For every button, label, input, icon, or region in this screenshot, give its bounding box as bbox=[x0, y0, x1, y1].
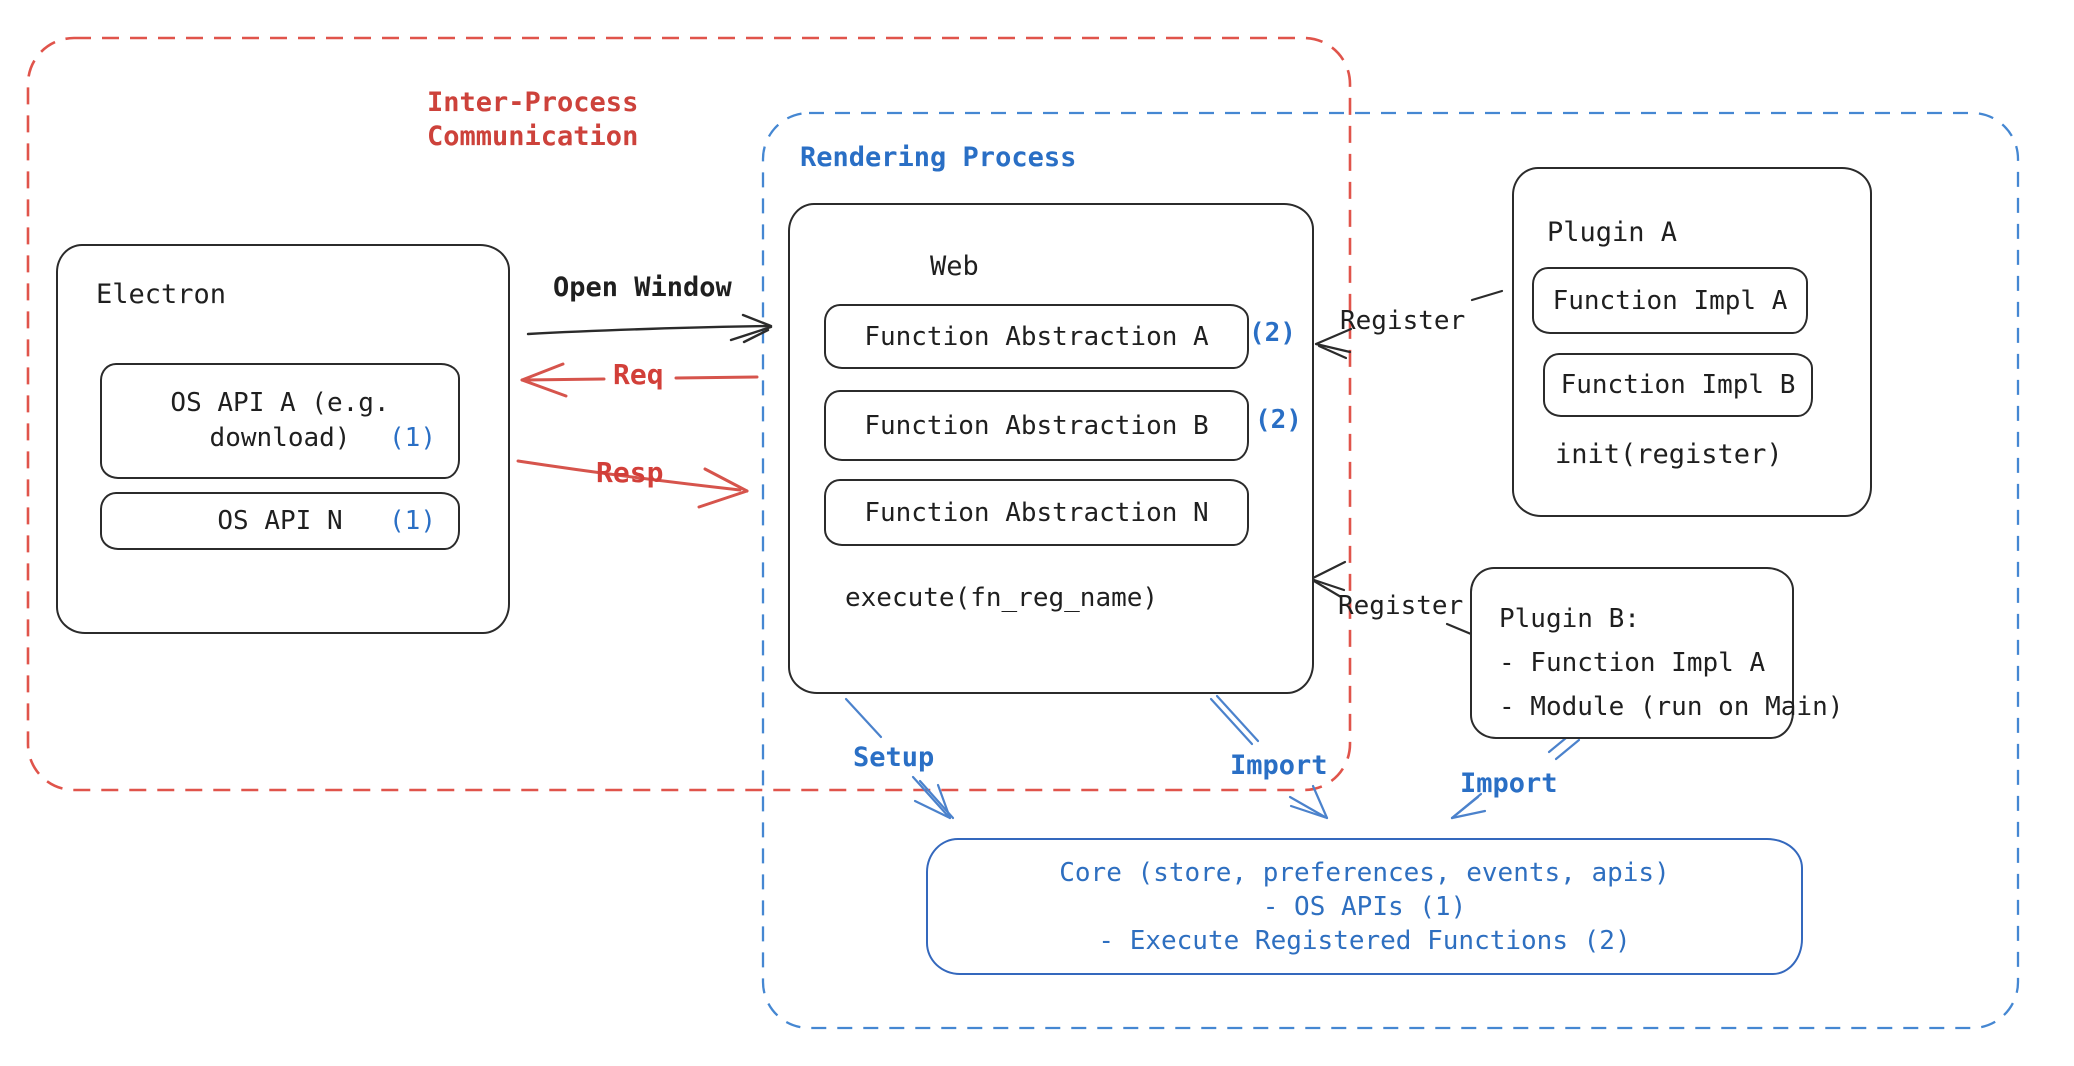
register-label-1: Register bbox=[1340, 306, 1466, 336]
ipc-region-label-line2: Communication bbox=[427, 121, 639, 152]
ipc-region-label-line1: Inter-Process bbox=[427, 87, 639, 118]
function-abstraction-a-box: Function Abstraction A bbox=[824, 304, 1249, 369]
plugin-b-line1: Plugin B: bbox=[1499, 604, 1640, 634]
function-abstraction-a-badge: (2) bbox=[1249, 318, 1296, 348]
init-register-label: init(register) bbox=[1555, 439, 1783, 470]
electron-box: Electron OS API A (e.g. download) (1) OS… bbox=[56, 244, 510, 634]
os-api-a-badge: (1) bbox=[389, 423, 436, 453]
function-abstraction-b-badge: (2) bbox=[1255, 405, 1302, 435]
ipc-region-label: Inter-Process Communication bbox=[427, 86, 638, 154]
web-title: Web bbox=[930, 251, 979, 282]
function-abstraction-b-box: Function Abstraction B bbox=[824, 390, 1249, 461]
os-api-n-label: OS API N bbox=[217, 506, 343, 536]
core-line3: - Execute Registered Functions (2) bbox=[1098, 926, 1631, 956]
setup-label: Setup bbox=[853, 742, 935, 773]
function-impl-a-box: Function Impl A bbox=[1532, 267, 1808, 334]
import-label-2: Import bbox=[1460, 768, 1558, 799]
req-label: Req bbox=[613, 358, 664, 391]
core-line2: - OS APIs (1) bbox=[1262, 892, 1467, 922]
register-label-2: Register bbox=[1338, 591, 1464, 621]
plugin-a-box: Plugin A Function Impl A Function Impl B… bbox=[1512, 167, 1872, 517]
web-box: Web Function Abstraction A (2) Function … bbox=[788, 203, 1314, 694]
os-api-a-line2: download) bbox=[209, 423, 351, 453]
plugin-b-line2: - Function Impl A bbox=[1499, 648, 1766, 678]
os-api-a-line1: OS API A (e.g. bbox=[170, 388, 390, 418]
open-window-label: Open Window bbox=[553, 272, 732, 303]
core-line1: Core (store, preferences, events, apis) bbox=[1059, 858, 1670, 888]
core-box: Core (store, preferences, events, apis) … bbox=[926, 838, 1803, 975]
os-api-n-box: OS API N (1) bbox=[100, 492, 460, 550]
import-label-1: Import bbox=[1230, 750, 1328, 781]
os-api-a-box: OS API A (e.g. download) (1) bbox=[100, 363, 460, 479]
function-impl-b-box: Function Impl B bbox=[1543, 353, 1813, 417]
plugin-a-title: Plugin A bbox=[1547, 217, 1678, 248]
os-api-n-badge: (1) bbox=[389, 506, 436, 536]
function-abstraction-n-box: Function Abstraction N bbox=[824, 479, 1249, 546]
open-window-arrow bbox=[526, 313, 773, 344]
resp-label: Resp bbox=[596, 456, 664, 489]
plugin-b-box: Plugin B: - Function Impl A - Module (ru… bbox=[1470, 567, 1843, 739]
plugin-b-text: Plugin B: - Function Impl A - Module (ru… bbox=[1499, 597, 1843, 729]
plugin-b-line3: - Module (run on Main) bbox=[1499, 692, 1844, 722]
rendering-region-label: Rendering Process bbox=[800, 142, 1077, 173]
execute-label: execute(fn_reg_name) bbox=[845, 583, 1159, 613]
electron-title: Electron bbox=[96, 279, 227, 310]
